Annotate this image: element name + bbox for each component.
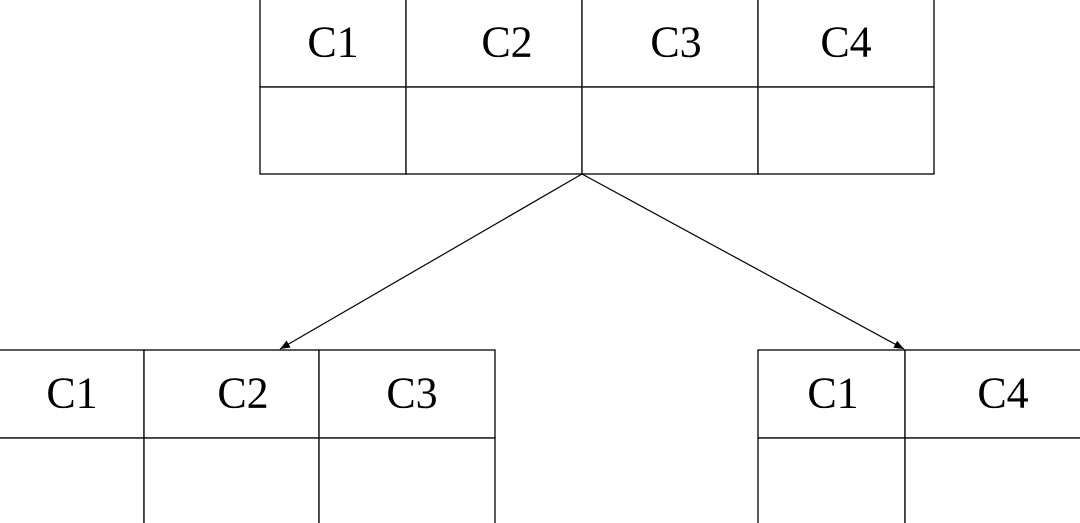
column-header-label: C1 bbox=[807, 369, 858, 418]
column-header-label: C2 bbox=[217, 369, 268, 418]
data-cell bbox=[318, 437, 496, 523]
data-cell bbox=[0, 437, 145, 523]
data-cell bbox=[757, 437, 906, 523]
column-header-label: C1 bbox=[307, 18, 358, 67]
header-cell bbox=[757, 0, 935, 88]
header-cell bbox=[904, 349, 1080, 439]
data-cell bbox=[259, 86, 407, 175]
header-cell bbox=[581, 0, 759, 88]
header-cell bbox=[318, 349, 496, 439]
data-cell bbox=[757, 86, 935, 175]
header-cell bbox=[259, 0, 407, 88]
column-header-label: C3 bbox=[386, 369, 437, 418]
edge-parent-to-left-child bbox=[279, 173, 583, 350]
column-header-label: C2 bbox=[481, 18, 532, 67]
column-header-label: C1 bbox=[46, 369, 97, 418]
column-header-label: C4 bbox=[977, 369, 1028, 418]
data-cell bbox=[581, 86, 759, 175]
header-cell bbox=[143, 349, 320, 439]
header-cell bbox=[0, 349, 145, 439]
edge-parent-to-right-child bbox=[581, 173, 905, 350]
data-cell bbox=[143, 437, 320, 523]
table-left-child: C1 C2 C3 bbox=[0, 349, 496, 523]
data-cell bbox=[405, 86, 583, 175]
header-cell bbox=[757, 349, 906, 439]
column-header-label: C3 bbox=[650, 18, 701, 67]
header-cell bbox=[405, 0, 583, 88]
table-right-child: C1 C4 bbox=[757, 349, 1080, 523]
column-header-label: C4 bbox=[820, 18, 871, 67]
data-cell bbox=[904, 437, 1080, 523]
table-parent: C1 C2 C3 C4 bbox=[259, 0, 935, 175]
